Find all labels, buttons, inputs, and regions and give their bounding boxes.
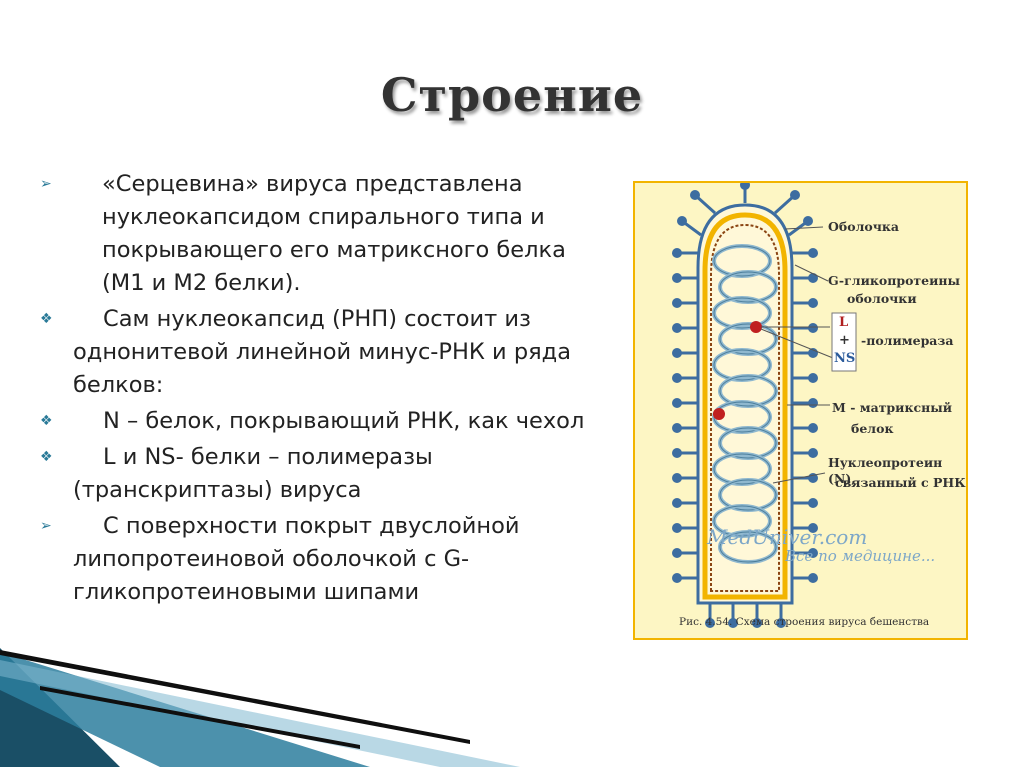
spike-head bbox=[672, 423, 682, 433]
label-glycoprotein: G-гликопротеины bbox=[828, 273, 961, 288]
spike-head bbox=[808, 373, 818, 383]
spike-head bbox=[740, 183, 750, 190]
nucleocapsid-coil-outline bbox=[719, 375, 777, 407]
label-ns: NS bbox=[834, 351, 856, 366]
spike-head bbox=[672, 398, 682, 408]
diamond-bullet-icon: ❖ bbox=[40, 311, 53, 327]
arrow-bullet-icon: ➢ bbox=[40, 518, 52, 534]
bullet-item: ❖ Сам нуклеокапсид (РНП) состоит из одно… bbox=[40, 303, 615, 402]
virus-diagram bbox=[672, 183, 857, 628]
spike-head bbox=[808, 498, 818, 508]
figure-caption: Рис. 4.54. Схема строения вируса бешенст… bbox=[679, 616, 930, 628]
label-glycoprotein-2: оболочки bbox=[847, 291, 917, 306]
spike-head bbox=[672, 473, 682, 483]
spike-head bbox=[672, 248, 682, 258]
spike-head bbox=[808, 273, 818, 283]
spike-head bbox=[672, 298, 682, 308]
bullet-text: N – белок, покрывающий РНК, как чехол bbox=[103, 408, 585, 434]
spike-head bbox=[808, 298, 818, 308]
spike-head bbox=[672, 373, 682, 383]
label-matrix-2: белок bbox=[851, 421, 894, 436]
spike-head bbox=[705, 618, 715, 628]
nucleocapsid-coil-outline bbox=[713, 505, 771, 537]
diamond-bullet-icon: ❖ bbox=[40, 413, 53, 429]
watermark: MedUniver.com bbox=[707, 525, 868, 549]
bullet-item: ➢ С поверхности покрыт двуслойной липопр… bbox=[40, 510, 615, 609]
label-shell: Оболочка bbox=[828, 219, 899, 234]
diamond-bullet-icon: ❖ bbox=[40, 449, 53, 465]
spike-head bbox=[808, 573, 818, 583]
label-nucleoprotein-2: связанный с РНК bbox=[835, 475, 966, 490]
spike-head bbox=[776, 618, 786, 628]
nucleocapsid-coil-outline bbox=[719, 531, 777, 563]
polymerase-dot bbox=[713, 408, 725, 420]
spike-head bbox=[672, 448, 682, 458]
spike-head bbox=[672, 498, 682, 508]
bullet-item: ❖ L и NS- белки – полимеразы (транскрипт… bbox=[40, 441, 615, 507]
spike-head bbox=[808, 248, 818, 258]
nucleocapsid-coil-outline bbox=[719, 323, 777, 355]
label-l: L bbox=[839, 315, 849, 330]
spike-head bbox=[672, 573, 682, 583]
label-matrix: M - матриксный bbox=[832, 400, 953, 415]
bullet-list: ➢ «Серцевина» вируса представлена нуклео… bbox=[40, 168, 615, 612]
spike-head bbox=[808, 448, 818, 458]
spike-head bbox=[728, 618, 738, 628]
bullet-item: ➢ «Серцевина» вируса представлена нуклео… bbox=[40, 168, 615, 300]
label-polymerase: -полимераза bbox=[861, 333, 954, 348]
arrow-bullet-icon: ➢ bbox=[40, 176, 52, 192]
spike-head bbox=[690, 190, 700, 200]
nucleocapsid-coil-outline bbox=[713, 245, 771, 277]
spike-head bbox=[808, 423, 818, 433]
label-nucleoprotein: Нуклеопротеин (N), bbox=[828, 455, 943, 486]
spike-head bbox=[672, 523, 682, 533]
nucleocapsid-coil-outline bbox=[719, 479, 777, 511]
slide-title: Строение bbox=[380, 68, 644, 122]
spike-head bbox=[672, 548, 682, 558]
spike-head bbox=[808, 548, 818, 558]
bullet-text: Сам нуклеокапсид (РНП) состоит из однони… bbox=[73, 306, 571, 398]
watermark-tagline: Все по медицине... bbox=[785, 547, 936, 565]
spike-head bbox=[808, 523, 818, 533]
nucleocapsid-coil-outline bbox=[713, 453, 771, 485]
polymerase-dot bbox=[750, 321, 762, 333]
virus-structure-figure: Оболочка G-гликопротеины оболочки L + NS… bbox=[633, 181, 968, 640]
bullet-text: L и NS- белки – полимеразы (транскриптаз… bbox=[73, 444, 433, 503]
spike-head bbox=[677, 216, 687, 226]
label-plus: + bbox=[839, 333, 850, 348]
nucleocapsid-coil-outline bbox=[719, 271, 777, 303]
bullet-item: ❖ N – белок, покрывающий РНК, как чехол bbox=[40, 405, 615, 438]
spike-head bbox=[808, 323, 818, 333]
spike-head bbox=[672, 273, 682, 283]
spike-head bbox=[803, 216, 813, 226]
bullet-text: «Серцевина» вируса представлена нуклеока… bbox=[102, 171, 566, 296]
bullet-text: С поверхности покрыт двуслойной липопрот… bbox=[73, 513, 520, 605]
nucleocapsid-coil-outline bbox=[713, 349, 771, 381]
nucleocapsid-coil-outline bbox=[713, 297, 771, 329]
spike-head bbox=[672, 323, 682, 333]
spike-head bbox=[672, 348, 682, 358]
nucleocapsid-coil-outline bbox=[719, 427, 777, 459]
spike-head bbox=[752, 618, 762, 628]
spike-head bbox=[790, 190, 800, 200]
